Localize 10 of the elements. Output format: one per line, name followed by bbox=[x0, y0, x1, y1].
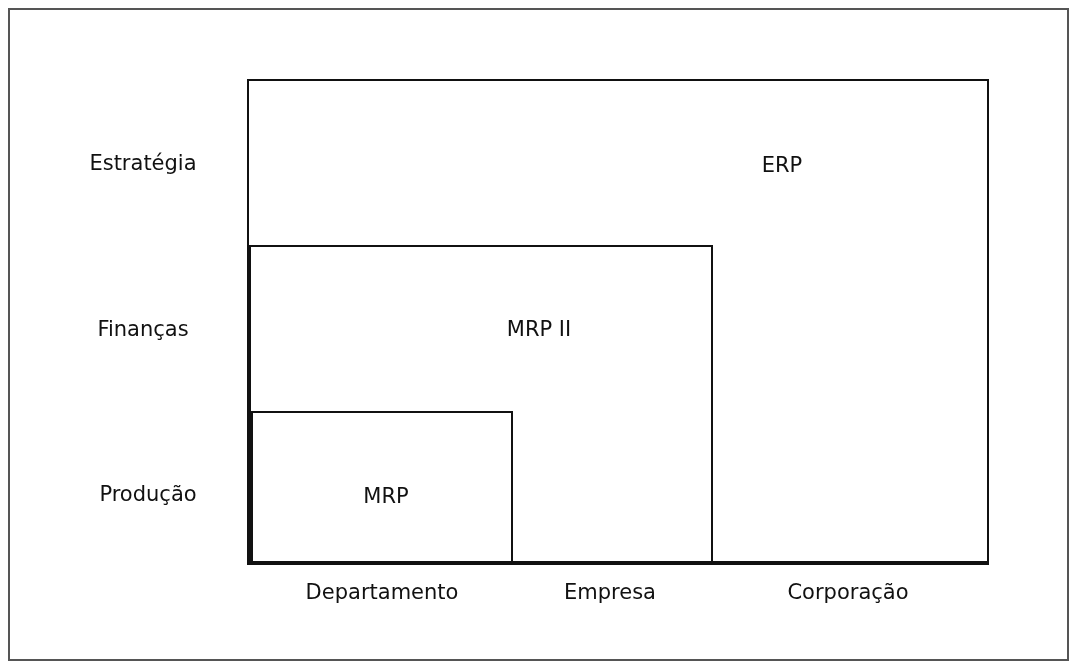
box-title: MRP bbox=[363, 484, 409, 508]
box-title: MRP II bbox=[506, 317, 572, 341]
level-label: Produção bbox=[99, 482, 197, 506]
scope-label: Empresa bbox=[564, 580, 656, 604]
level-label: Estratégia bbox=[89, 151, 197, 175]
box-title: ERP bbox=[761, 153, 803, 177]
scope-label: Departamento bbox=[305, 580, 459, 604]
level-label: Finanças bbox=[97, 317, 189, 341]
scope-label: Corporação bbox=[787, 580, 909, 604]
system-box bbox=[247, 79, 989, 565]
